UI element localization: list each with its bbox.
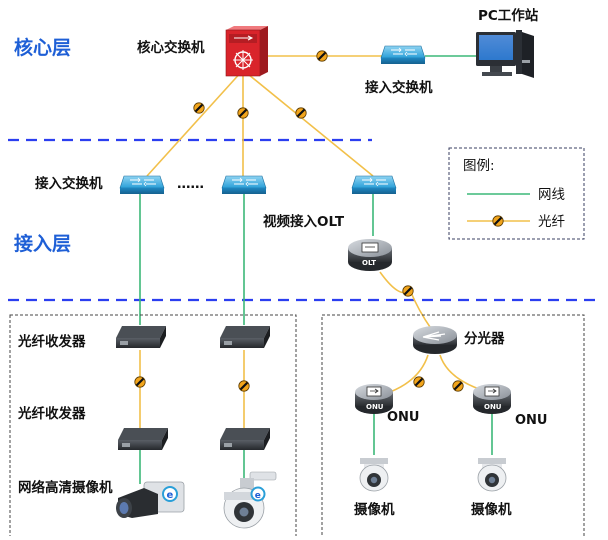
legend-fiber-label: 光纤: [538, 214, 565, 230]
ellipsis-label: ……: [177, 176, 204, 192]
core-switch-icon[interactable]: [225, 26, 268, 77]
fiber-marker: [236, 106, 250, 120]
fiber-marker: [401, 284, 415, 298]
ie-badge-icon: e: [167, 490, 174, 501]
legend-network-cable-label: 网线: [538, 187, 565, 203]
fiber-transceiver-icon[interactable]: [118, 428, 168, 450]
fiber-marker: [412, 375, 426, 389]
camera-right-label: 摄像机: [471, 501, 512, 518]
olt-device-icon[interactable]: OLT: [348, 239, 392, 271]
fiber-links-core: [139, 55, 489, 430]
onu-badge-right: ONU: [484, 403, 502, 411]
olt-switch-icon[interactable]: [351, 175, 397, 195]
legend-fiber-marker: [491, 214, 505, 228]
pc-workstation-label: PC工作站: [478, 7, 539, 24]
pc-workstation-icon[interactable]: [476, 30, 534, 78]
fiber-marker: [294, 106, 308, 120]
splitter-label: 分光器: [464, 330, 505, 347]
access-switch-top-label: 接入交换机: [365, 79, 433, 96]
fiber-marker: [315, 49, 329, 63]
fiber-transceiver-label-2: 光纤收发器: [17, 405, 86, 422]
fiber-transceiver-icon[interactable]: [116, 326, 166, 348]
camera-right-icon[interactable]: [477, 457, 507, 492]
access-layer-label: 接入层: [14, 233, 71, 255]
onu-left-icon[interactable]: ONU: [354, 383, 394, 415]
core-switch-label: 核心交换机: [137, 39, 205, 56]
onu-left-label: ONU: [387, 410, 420, 425]
fiber-marker: [192, 101, 206, 115]
pon-region-box: [321, 314, 585, 540]
onu-badge-left: ONU: [366, 403, 384, 411]
hd-bullet-camera-icon[interactable]: e: [116, 481, 185, 518]
access-switch-middle-icon[interactable]: [221, 175, 267, 195]
network-cable-links: [139, 55, 493, 484]
ethernet-region-box: [9, 314, 297, 540]
ie-badge-icon: e: [255, 491, 261, 501]
olt-badge: OLT: [362, 259, 376, 267]
fiber-transceiver-icon[interactable]: [220, 428, 270, 450]
video-olt-label: 视频接入OLT: [263, 213, 345, 230]
access-switch-top-icon[interactable]: [380, 45, 426, 65]
legend-title: 图例:: [463, 158, 495, 174]
camera-left-icon[interactable]: [359, 457, 389, 492]
hd-camera-label: 网络高清摄像机: [18, 479, 113, 496]
core-layer-label: 核心层: [14, 36, 71, 59]
access-switch-left-icon[interactable]: [119, 175, 165, 195]
legend: 图例: 网线 光纤: [448, 147, 585, 240]
onu-right-label: ONU: [515, 413, 548, 428]
onu-right-icon[interactable]: ONU: [472, 383, 512, 415]
fiber-marker: [133, 375, 147, 389]
fiber-marker: [451, 379, 465, 393]
access-switch-left-label: 接入交换机: [35, 175, 103, 192]
camera-left-label: 摄像机: [354, 501, 395, 518]
fiber-marker: [237, 379, 251, 393]
fiber-transceiver-label-1: 光纤收发器: [17, 333, 86, 350]
splitter-icon[interactable]: [413, 326, 457, 354]
fiber-transceiver-icon[interactable]: [220, 326, 270, 348]
dome-camera-icon[interactable]: e: [223, 471, 277, 529]
